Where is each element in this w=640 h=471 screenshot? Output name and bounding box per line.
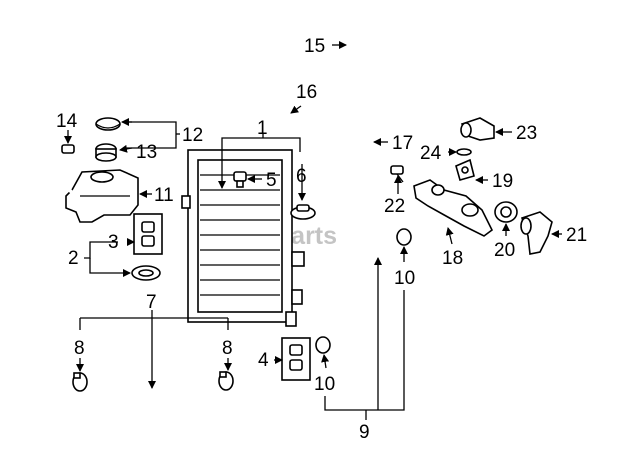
callout-5: 5 [266,170,277,191]
overflow-hose[interactable] [61,144,78,196]
hose-clamp-left[interactable] [72,372,88,392]
bypass-hose[interactable] [345,133,371,157]
callout-20: 20 [494,240,515,261]
callout-7: 7 [146,292,157,313]
callout-17: 17 [392,133,413,154]
temperature-sensor[interactable] [390,165,404,183]
callout-3: 3 [108,232,119,253]
callout-13: 13 [136,142,157,163]
seal-strip[interactable] [230,84,352,150]
callout-10-lower: 10 [314,374,335,395]
thermostat-housing[interactable] [413,179,494,237]
hose-clamp-lower[interactable] [315,336,331,354]
callout-1: 1 [257,118,268,139]
callout-16: 16 [296,82,317,103]
mount-bushing-upper[interactable] [133,213,163,255]
hose-clamp-right[interactable] [218,371,234,391]
callout-15: 15 [304,36,325,57]
callout-2: 2 [68,248,79,269]
housing-gasket[interactable] [455,158,475,181]
callout-23: 23 [516,123,537,144]
drain-plug[interactable] [233,171,247,188]
radiator-cap[interactable] [290,204,316,220]
o-ring[interactable] [456,148,472,156]
lower-radiator-hose[interactable] [87,366,233,415]
callout-10-upper: 10 [394,268,415,289]
callout-18: 18 [442,248,463,269]
callout-8-right: 8 [222,338,233,359]
callout-14: 14 [56,111,78,132]
radiator[interactable] [181,149,305,327]
callout-22: 22 [384,196,405,217]
callout-8-left: 8 [74,338,85,359]
callout-21: 21 [566,225,587,246]
heater-hose[interactable] [348,33,377,99]
callout-24: 24 [420,143,442,164]
reservoir-cap[interactable] [95,143,117,162]
callout-9: 9 [359,422,370,443]
mount-bushing-lower[interactable] [281,337,311,381]
leader-lines [64,41,562,420]
upper-radiator-hose[interactable] [329,237,405,345]
callout-12: 12 [182,125,203,146]
water-outlet[interactable] [460,117,495,141]
callout-19: 19 [492,171,513,192]
water-inlet[interactable] [520,211,553,255]
hose-clamp-upper[interactable] [396,228,412,246]
callout-11: 11 [154,185,174,206]
callout-4: 4 [258,350,269,371]
thermostat[interactable] [494,201,518,223]
callout-labels: 1 2 3 4 5 6 7 8 8 9 10 10 11 12 13 14 15… [56,36,587,443]
reservoir-cap-seal[interactable] [95,117,121,131]
mount-insulator[interactable] [131,265,161,281]
callout-6: 6 [296,166,307,187]
reservoir-tank[interactable] [65,169,139,223]
